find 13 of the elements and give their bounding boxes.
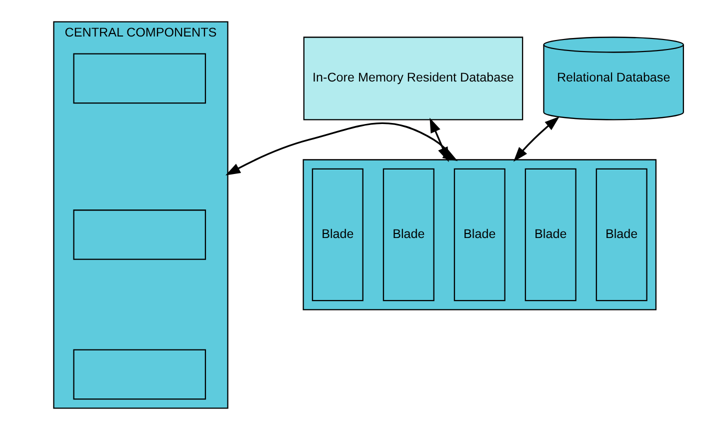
node-box: In-Core Memory Resident Database <box>303 36 524 120</box>
arrow <box>430 118 449 162</box>
cluster: CENTRAL COMPONENTS <box>53 21 228 409</box>
node-box <box>73 349 206 400</box>
cluster <box>302 159 657 310</box>
arrow <box>513 116 560 162</box>
node-box <box>73 210 206 260</box>
node-box <box>73 53 206 104</box>
node-box: Blade <box>524 168 576 302</box>
node-box: Blade <box>454 168 506 302</box>
node-box: Blade <box>382 168 434 302</box>
node-box: Blade <box>312 168 364 302</box>
node-box: Blade <box>596 168 648 302</box>
